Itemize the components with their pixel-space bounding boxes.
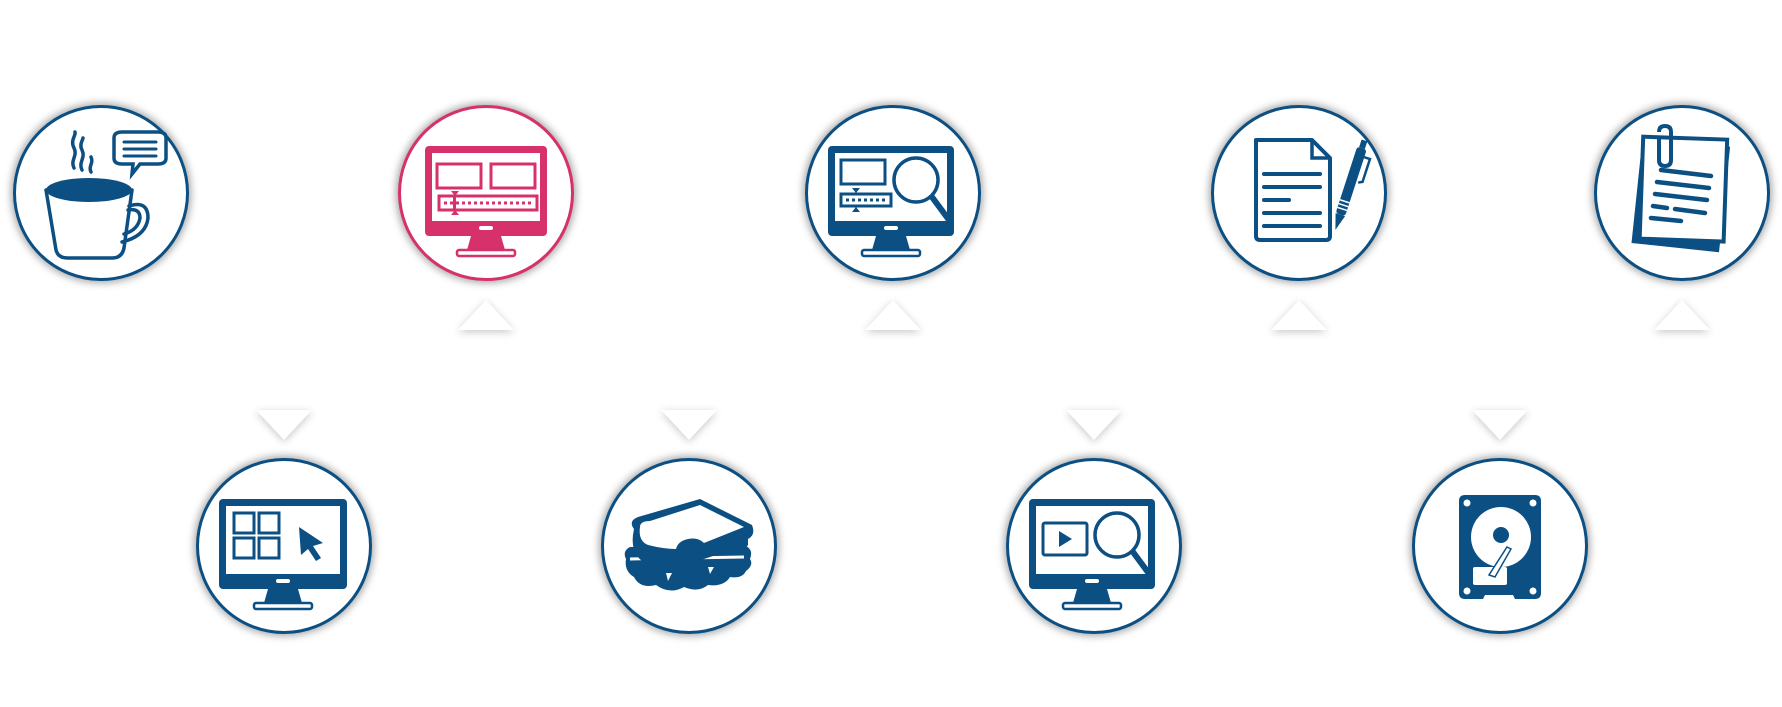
step-timeline-review[interactable]: Timeline review [805, 105, 981, 281]
monitor-timeline-search-icon [828, 146, 954, 258]
clipped-papers-icon [1631, 123, 1731, 253]
arrow-up-step-7 [1271, 300, 1327, 330]
sandwich-icon [624, 499, 754, 591]
monitor-video-search-icon [1029, 499, 1155, 611]
step-video-review[interactable]: Video review [1006, 458, 1182, 634]
monitor-apps-cursor-icon [219, 499, 347, 611]
step-write-document[interactable]: Write document [1211, 105, 1387, 281]
hard-drive-icon [1459, 495, 1541, 599]
document-pen-icon [1254, 138, 1372, 242]
arrow-down-step-4 [661, 410, 717, 440]
step-desktop-apps[interactable]: Desktop app selection [196, 458, 372, 634]
arrow-down-step-6 [1066, 410, 1122, 440]
arrow-up-step-3 [458, 300, 514, 330]
step-paperwork[interactable]: Paperwork [1594, 105, 1770, 281]
step-video-timeline[interactable]: Video editing timeline [398, 105, 574, 281]
step-coffee-chat[interactable]: Coffee and conversation [13, 105, 189, 281]
arrow-down-step-2 [256, 410, 312, 440]
monitor-timeline-icon [425, 146, 547, 258]
arrow-up-step-5 [865, 300, 921, 330]
step-save-drive[interactable]: Save to hard drive [1412, 458, 1588, 634]
arrow-down-step-8 [1472, 410, 1528, 440]
arrow-up-step-9 [1654, 300, 1710, 330]
step-lunch[interactable]: Lunch break [601, 458, 777, 634]
coffee-chat-icon [44, 130, 168, 260]
